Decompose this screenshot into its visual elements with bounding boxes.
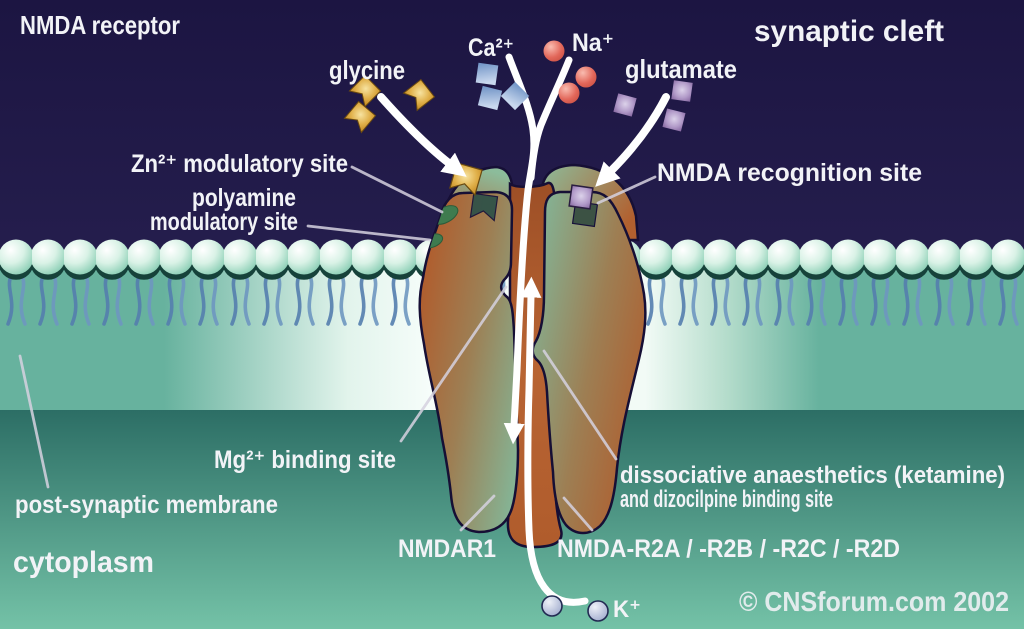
sodium-ion — [575, 66, 597, 88]
glycine-molecule — [402, 78, 436, 112]
calcium-label: Ca²⁺ — [468, 34, 514, 62]
magnesium-label-line — [399, 285, 508, 443]
potassium-label: K⁺ — [613, 596, 641, 623]
post-synaptic-membrane-label-line — [18, 354, 50, 489]
polyamine-label-line — [306, 224, 432, 242]
zinc-site-label: Zn²⁺ modulatory site — [131, 150, 348, 178]
nmdar1-subunit-label: NMDAR1 — [398, 535, 496, 563]
molecules — [343, 40, 693, 622]
calcium-influx-arrow — [503, 53, 538, 445]
magnesium-site-label: Mg²⁺ binding site — [214, 446, 396, 474]
labels: NMDA receptor synaptic cleft glycine Ca²… — [13, 10, 1009, 623]
glutamate-arrow — [595, 93, 670, 187]
polyamine-site-label-line2: modulatory site — [150, 208, 298, 236]
potassium-ion — [587, 600, 609, 622]
sodium-ion — [558, 82, 580, 104]
diagram-title: NMDA receptor — [20, 10, 180, 40]
nmda-r2-subunit — [531, 190, 647, 535]
glycine-site-pocket — [469, 192, 499, 222]
dissociative-label-line — [542, 349, 618, 461]
label-lines — [18, 165, 657, 532]
glycine-molecules — [343, 74, 436, 134]
nmda-recognition-site-marker — [568, 184, 594, 210]
nmda-receptor-protein — [418, 162, 647, 549]
dissociative-site-label-line1: dissociative anaesthetics (ketamine) — [620, 462, 1005, 489]
glycine-label: glycine — [329, 55, 405, 85]
potassium-ion — [541, 595, 563, 617]
nmda-recognition-site-label: NMDA recognition site — [657, 159, 922, 187]
glycine-molecule — [343, 100, 377, 134]
sodium-ions — [543, 40, 597, 104]
glycine-molecule — [348, 74, 382, 108]
zinc-label-line — [350, 165, 444, 214]
glutamate-molecule — [671, 80, 693, 102]
cytoplasm-label: cytoplasm — [13, 546, 154, 579]
sodium-ion — [543, 40, 565, 62]
glycine-arrow — [377, 93, 467, 177]
glutamate-molecules — [613, 80, 693, 132]
polyamine-site-label-line1: polyamine — [192, 184, 296, 212]
nmda-r2-subunit-label: NMDA-R2A / -R2B / -R2C / -R2D — [557, 535, 900, 563]
watermark: © CNSforum.com 2002 — [739, 586, 1009, 617]
potassium-ions — [541, 595, 609, 622]
calcium-ion — [477, 85, 503, 111]
synaptic-cleft-label: synaptic cleft — [754, 15, 944, 48]
post-synaptic-membrane-label: post-synaptic membrane — [15, 491, 278, 519]
dissociative-site-label-line2: and dizocilpine binding site — [620, 486, 833, 513]
glutamate-molecule — [613, 93, 637, 117]
glutamate-label: glutamate — [625, 54, 737, 84]
nmda-recognition-label-line — [596, 175, 657, 205]
glutamate-molecule — [662, 108, 686, 132]
nmdar1-label-line — [459, 494, 496, 532]
nmdar1-subunit — [418, 190, 520, 534]
sodium-label: Na⁺ — [572, 29, 614, 57]
calcium-ion — [475, 62, 499, 86]
nmda-r2-label-line — [562, 496, 594, 532]
